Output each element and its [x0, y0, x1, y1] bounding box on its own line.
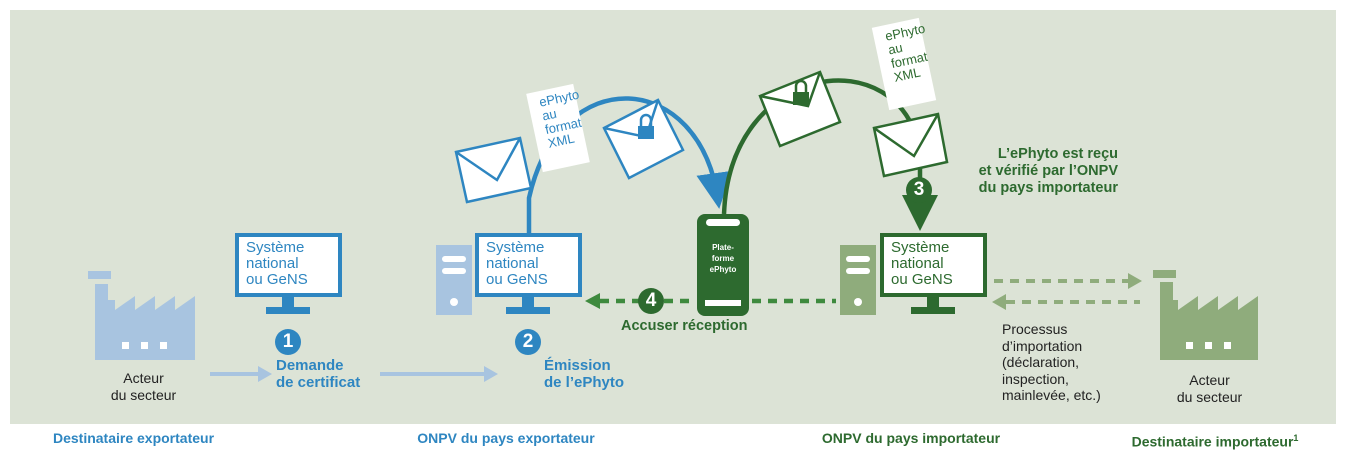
step-1-text: Demande de certificat [276, 357, 361, 391]
label-exporter-recipient: Destinataire exportateur [31, 424, 236, 452]
step-1-badge: 1 [275, 329, 301, 355]
computer-monitor-icon [235, 233, 342, 314]
label-importer-recipient: Destinataire importateur1 [1120, 424, 1310, 452]
factory-icon [1153, 270, 1258, 360]
exporter-actor-label: Acteur du secteur [110, 370, 177, 403]
step-2-text: Émission de l’ePhyto [544, 357, 625, 391]
xml-tag-left [526, 83, 590, 173]
envelope-icon [454, 136, 533, 204]
label-exporting-nppo: ONPV du pays exportateur [400, 424, 612, 452]
step-3-badge: 3 [906, 177, 932, 203]
ephyto-hub-icon [697, 214, 749, 316]
light-blue-arrowhead [484, 366, 498, 382]
label-importer-recipient-text: Destinataire importateur [1131, 433, 1294, 450]
step-4-badge: 4 [638, 288, 664, 314]
blue-transfer-arc [526, 96, 733, 233]
screen-text-exporter-actor: Système national ou GeNS [246, 239, 308, 288]
footnote-marker: 1 [1293, 433, 1299, 443]
light-blue-arrowhead [258, 366, 272, 382]
factory-icon [88, 271, 195, 360]
import-arrowhead-left [992, 294, 1006, 310]
xml-tag-right [871, 17, 937, 111]
import-arrowhead-right [1128, 273, 1142, 289]
hub-label: Plate- forme ePhyto [709, 243, 737, 274]
envelope-icon [872, 112, 949, 178]
step-4-text: Accuser réception [621, 318, 748, 334]
step-3-text: L’ePhyto est reçu et vérifié par l’ONPV … [978, 146, 1118, 196]
server-tower-icon [436, 245, 472, 315]
background-panel [10, 10, 1336, 424]
ack-arrowhead [585, 293, 600, 309]
step-2-badge: 2 [515, 329, 541, 355]
label-importing-nppo: ONPV du pays importateur [800, 424, 1022, 452]
importer-actor-label: Acteur du secteur [1176, 372, 1243, 405]
screen-text-importing-nppo: Système national ou GeNS [891, 239, 953, 288]
computer-monitor-icon [880, 233, 987, 314]
screen-text-exporting-nppo: Système national ou GeNS [486, 239, 548, 288]
server-tower-icon [840, 245, 876, 315]
computer-monitor-icon [475, 233, 582, 314]
padlock-icon [638, 113, 654, 139]
padlock-icon [793, 79, 809, 105]
import-process-text: Processus d’importation (déclaration, in… [1002, 321, 1101, 403]
